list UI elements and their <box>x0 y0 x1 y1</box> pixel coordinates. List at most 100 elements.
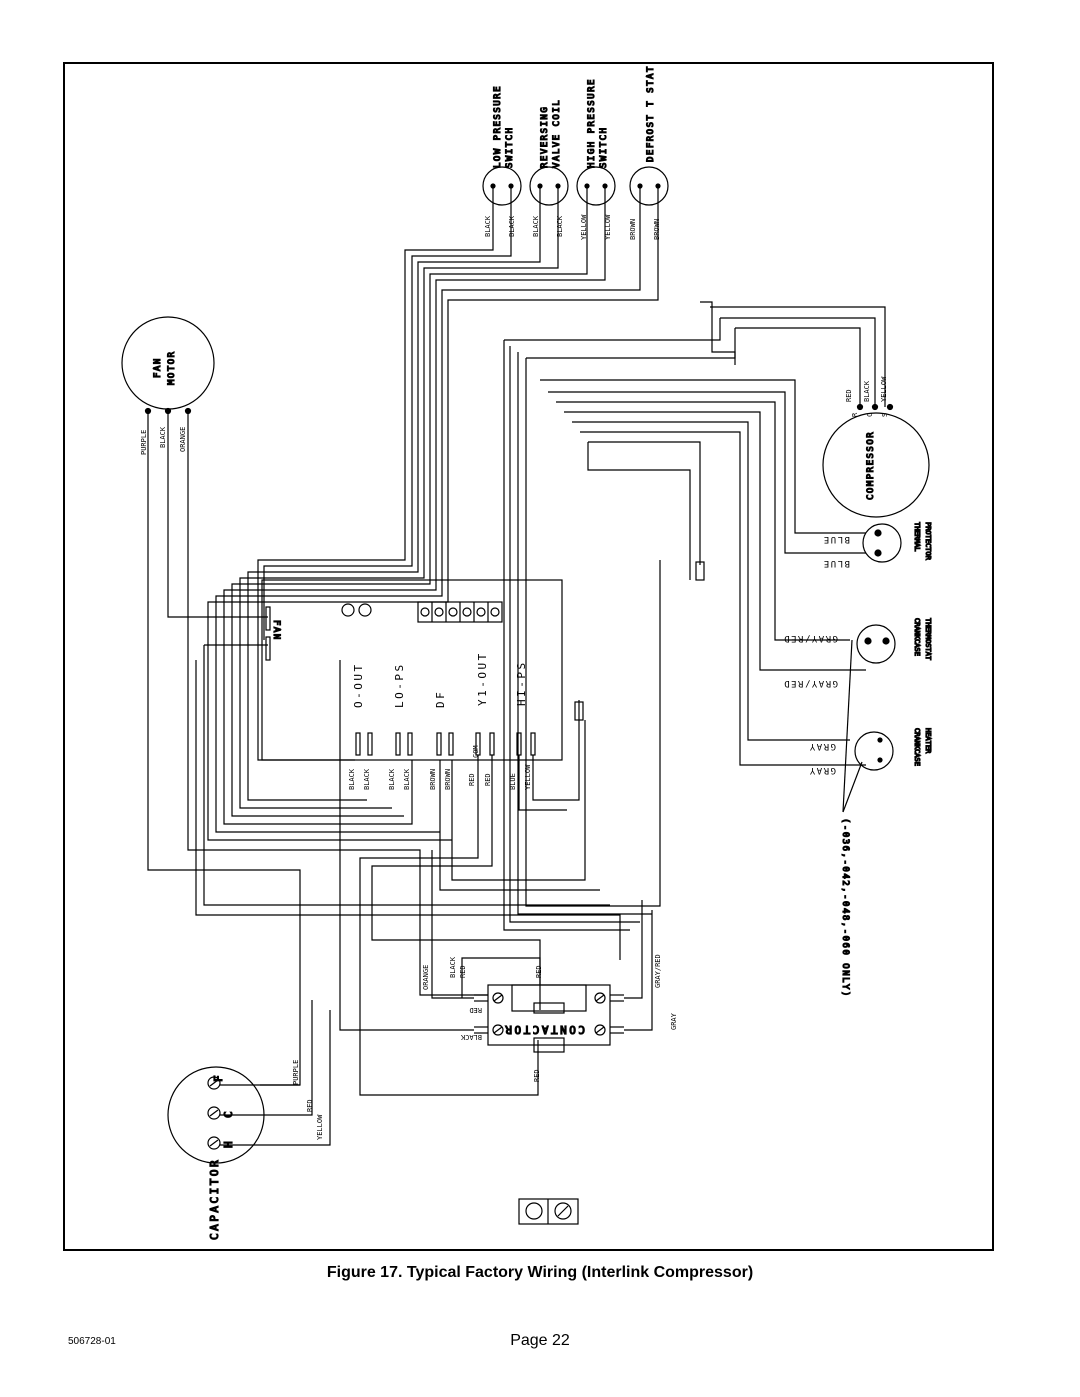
svg-text:PURPLE: PURPLE <box>292 1060 300 1085</box>
inline-resistor-1 <box>695 561 705 581</box>
capacitor: F C H CAPACITOR <box>167 1066 265 1241</box>
thermal-protector: THERMAL PROTECTOR <box>862 521 933 563</box>
svg-text:PURPLE: PURPLE <box>140 430 148 455</box>
svg-text:RED: RED <box>533 1069 541 1082</box>
svg-text:BROWN: BROWN <box>444 769 452 790</box>
svg-text:RED: RED <box>845 389 853 402</box>
svg-text:RED: RED <box>535 965 543 978</box>
central-wires <box>503 301 886 931</box>
svg-text:YELLOW: YELLOW <box>604 214 612 240</box>
inline-resistor-2 <box>574 701 584 721</box>
svg-text:YELLOW: YELLOW <box>316 1114 324 1140</box>
svg-text:GRAY/RED: GRAY/RED <box>654 954 662 988</box>
svg-text:ORANGE: ORANGE <box>179 427 187 452</box>
terminal-y1-out: Y1-OUT <box>476 651 489 706</box>
svg-text:BLACK: BLACK <box>449 956 457 978</box>
svg-text:BLUE: BLUE <box>822 534 850 544</box>
svg-text:S: S <box>881 413 889 417</box>
svg-text:BLACK: BLACK <box>484 215 492 237</box>
svg-text:GRAY: GRAY <box>670 1012 678 1030</box>
switch-wires <box>207 188 659 841</box>
svg-text:RED: RED <box>306 1099 314 1112</box>
thermal-protector-wire-labels: BLUE BLUE <box>822 534 850 568</box>
capacitor-term-c: C <box>222 1109 235 1118</box>
board-terminal-labels: O-OUT LO-PS DF Y1-OUT COM HI-PS <box>352 651 528 758</box>
crankcase-thermostat: CRANKCASE THERMOSTAT <box>856 617 933 664</box>
capacitor-label: CAPACITOR <box>208 1158 221 1240</box>
svg-text:GRAY: GRAY <box>808 741 836 751</box>
capacitor-wires <box>220 1000 331 1146</box>
svg-text:RED: RED <box>468 773 476 786</box>
terminal-lo-ps: LO-PS <box>393 662 406 708</box>
capacitor-term-h: H <box>222 1139 235 1148</box>
svg-text:BLACK: BLACK <box>460 1033 482 1041</box>
reversing-label2: VALVE COIL <box>552 99 562 168</box>
switch-wire-labels: BLACK BLACK BLACK BLACK YELLOW YELLOW BR… <box>484 214 661 240</box>
low-pressure-label1: LOW PRESSURE <box>493 85 503 168</box>
svg-text:GRAY: GRAY <box>808 765 836 775</box>
crankcase-thermostat-wire-labels: GRAY/RED GRAY/RED <box>783 633 838 688</box>
thermal-protector-label2: PROTECTOR <box>924 522 932 561</box>
crankcase-thermostat-label2: THERMOSTAT <box>924 618 932 661</box>
svg-text:BROWN: BROWN <box>653 219 661 240</box>
capacitor-term-f: F <box>212 1073 225 1082</box>
svg-text:YELLOW: YELLOW <box>880 376 888 402</box>
svg-text:RED: RED <box>469 1006 482 1014</box>
page-number: Page 22 <box>510 1332 570 1349</box>
high-pressure-switch: HIGH PRESSURE SWITCH <box>576 77 616 206</box>
crankcase-heater-wire-labels: GRAY GRAY <box>808 741 836 775</box>
svg-text:YELLOW: YELLOW <box>580 214 588 240</box>
defrost-label: DEFROST T STAT <box>646 65 656 162</box>
svg-text:BLACK: BLACK <box>508 215 516 237</box>
compressor-label: COMPRESSOR <box>866 431 876 500</box>
svg-text:BLACK: BLACK <box>863 380 871 402</box>
diagram-frame <box>63 62 994 1251</box>
svg-text:BLACK: BLACK <box>388 768 396 790</box>
crankcase-heater-note: (-036,-042,-048,-060 ONLY) <box>840 818 850 998</box>
fan-motor-label2: MOTOR <box>167 350 177 385</box>
fan-motor-label1: FAN <box>153 357 163 378</box>
svg-text:R: R <box>851 412 859 417</box>
crankcase-heater-label2: HEATER <box>924 728 932 754</box>
svg-text:BLUE: BLUE <box>509 773 517 790</box>
svg-text:RED: RED <box>484 773 492 786</box>
svg-text:BROWN: BROWN <box>629 219 637 240</box>
svg-text:BLACK: BLACK <box>159 426 167 448</box>
svg-text:BLACK: BLACK <box>403 768 411 790</box>
crankcase-thermostat-label1: CRANKCASE <box>913 618 921 656</box>
board-lower-wires <box>195 644 621 1096</box>
board-wire-labels: BLACK BLACK BLACK BLACK BROWN BROWN RED … <box>348 764 532 790</box>
figure-caption: Figure 17. Typical Factory Wiring (Inter… <box>326 1264 754 1281</box>
svg-text:YELLOW: YELLOW <box>524 764 532 790</box>
capacitor-wire-labels: PURPLE RED YELLOW <box>292 1060 324 1140</box>
contactor-label: CONTACTOR <box>503 1023 585 1036</box>
svg-text:BLACK: BLACK <box>363 768 371 790</box>
contactor-wires <box>339 660 541 1031</box>
fan-motor: FAN MOTOR <box>121 316 215 415</box>
control-board: FAN <box>261 579 563 761</box>
terminal-df: DF <box>434 690 447 708</box>
high-pressure-label1: HIGH PRESSURE <box>587 78 597 168</box>
svg-text:GRAY/RED: GRAY/RED <box>783 633 838 643</box>
svg-text:GRAY/RED: GRAY/RED <box>783 678 838 688</box>
board-terminals <box>355 732 536 756</box>
low-pressure-switch: LOW PRESSURE SWITCH <box>482 84 522 206</box>
svg-text:BLUE: BLUE <box>822 558 850 568</box>
crankcase-heater: CRANKCASE HEATER (-036,-042,-048,-060 ON… <box>839 639 933 998</box>
thermal-protector-label1: THERMAL <box>913 522 921 552</box>
terminal-com: COM <box>472 745 480 758</box>
svg-text:BLACK: BLACK <box>348 768 356 790</box>
fan-terminal-label: FAN <box>271 620 281 641</box>
contactor: CONTACTOR <box>474 900 653 1053</box>
reversing-label1: REVERSING <box>540 106 550 168</box>
contactor-wire-labels: ORANGE BLACK RED RED RED BLACK RED GRAY/… <box>422 954 678 1082</box>
svg-text:BLACK: BLACK <box>532 215 540 237</box>
svg-text:BLACK: BLACK <box>556 215 564 237</box>
low-pressure-label2: SWITCH <box>505 126 515 168</box>
svg-text:C: C <box>866 413 874 417</box>
compressor: COMPRESSOR <box>822 403 930 518</box>
document-number: 506728-01 <box>68 1336 116 1347</box>
defrost-tstat: DEFROST T STAT <box>629 65 669 206</box>
fan-motor-wire-labels: PURPLE BLACK ORANGE <box>140 426 187 455</box>
